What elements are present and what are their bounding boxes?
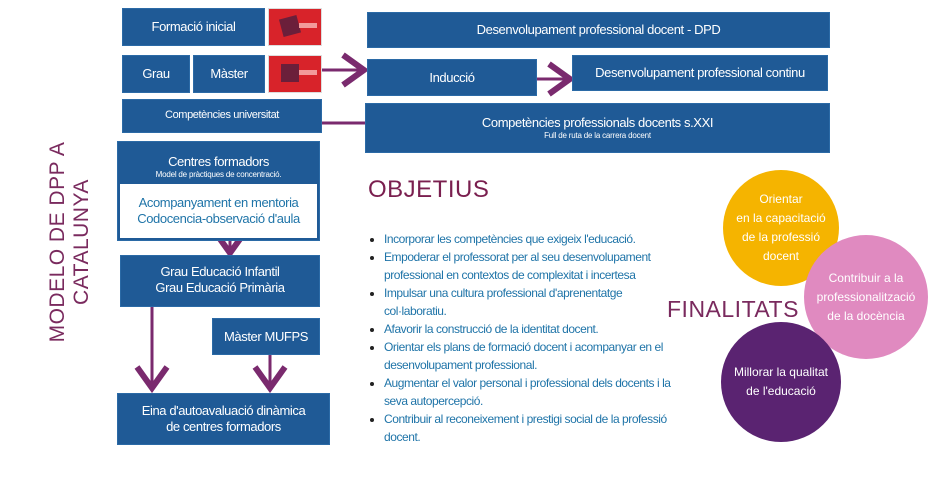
grau-box: Grau bbox=[122, 55, 190, 93]
list-item: Augmentar el valor personal i profession… bbox=[384, 374, 684, 410]
eina-label: Eina d'autoavaluació dinàmica de centres… bbox=[141, 403, 306, 434]
dpd-label: Desenvolupament professional docent - DP… bbox=[476, 22, 721, 38]
finalitat-circle-millorar: Millorar la qualitat de l'educació bbox=[721, 322, 841, 442]
objectius-list: Incorporar les competències que exigeix … bbox=[362, 230, 684, 446]
master-mufps-label: Màster MUFPS bbox=[223, 328, 309, 344]
centres-formadors-label: Centres formadors bbox=[168, 154, 269, 169]
master-box: Màster bbox=[193, 55, 265, 93]
dpc-label: Desenvolupament professional continu bbox=[595, 65, 805, 81]
mentoria-panel: Acompanyament en mentoria Codocencia-obs… bbox=[120, 184, 317, 238]
competencies-docents-label: Competències professionals docents s.XXI bbox=[481, 115, 714, 131]
induccio-box: Inducció bbox=[367, 59, 537, 96]
list-item: Contribuir al reconeixement i prestigi s… bbox=[384, 410, 684, 446]
master-label: Màster bbox=[210, 66, 248, 82]
finalitat-circle-contribuir: Contribuir a la professionalització de l… bbox=[804, 235, 928, 359]
dpd-box: Desenvolupament professional docent - DP… bbox=[367, 12, 830, 48]
induccio-label: Inducció bbox=[429, 69, 475, 85]
cover-thumbnail-1 bbox=[268, 8, 322, 46]
codocencia-label: Codocencia-observació d'aula bbox=[137, 211, 300, 226]
master-mufps-box: Màster MUFPS bbox=[212, 318, 320, 355]
cover-thumbnail-2 bbox=[268, 55, 322, 93]
formacio-inicial-label: Formació inicial bbox=[151, 19, 236, 35]
competencies-universitat-box: Competències universitat bbox=[122, 99, 322, 133]
objectius-title: OBJETIUS bbox=[368, 176, 490, 203]
list-item: Impulsar una cultura professional d'apre… bbox=[384, 284, 684, 320]
centres-formadors-box: Centres formadors Model de pràctiques de… bbox=[117, 141, 320, 241]
grau-label: Grau bbox=[142, 66, 170, 82]
grau-infantil-label: Grau Educació Infantil bbox=[160, 264, 280, 279]
eina-autoavaluacio-box: Eina d'autoavaluació dinàmica de centres… bbox=[117, 393, 330, 445]
full-de-ruta-label: Full de ruta de la carrera docent bbox=[544, 131, 651, 140]
competencies-universitat-label: Competències universitat bbox=[165, 109, 279, 122]
grau-primaria-label: Grau Educació Primària bbox=[155, 279, 285, 295]
list-item: Incorporar les competències que exigeix … bbox=[384, 230, 684, 248]
centres-formadors-subtitle: Model de pràctiques de concentració. bbox=[155, 169, 282, 179]
finalitats-title: FINALITATS bbox=[667, 296, 799, 322]
dpc-box: Desenvolupament professional continu bbox=[572, 55, 828, 91]
grau-educacio-box: Grau Educació Infantil Grau Educació Pri… bbox=[120, 255, 320, 307]
competencies-docents-box: Competències professionals docents s.XXI… bbox=[365, 103, 830, 153]
mentoria-label: Acompanyament en mentoria bbox=[138, 195, 299, 211]
list-item: Orientar els plans de formació docent i … bbox=[384, 338, 684, 374]
formacio-inicial-box: Formació inicial bbox=[122, 8, 265, 46]
list-item: Empoderar el professorat per al seu dese… bbox=[384, 248, 684, 284]
list-item: Afavorir la construcció de la identitat … bbox=[384, 320, 684, 338]
